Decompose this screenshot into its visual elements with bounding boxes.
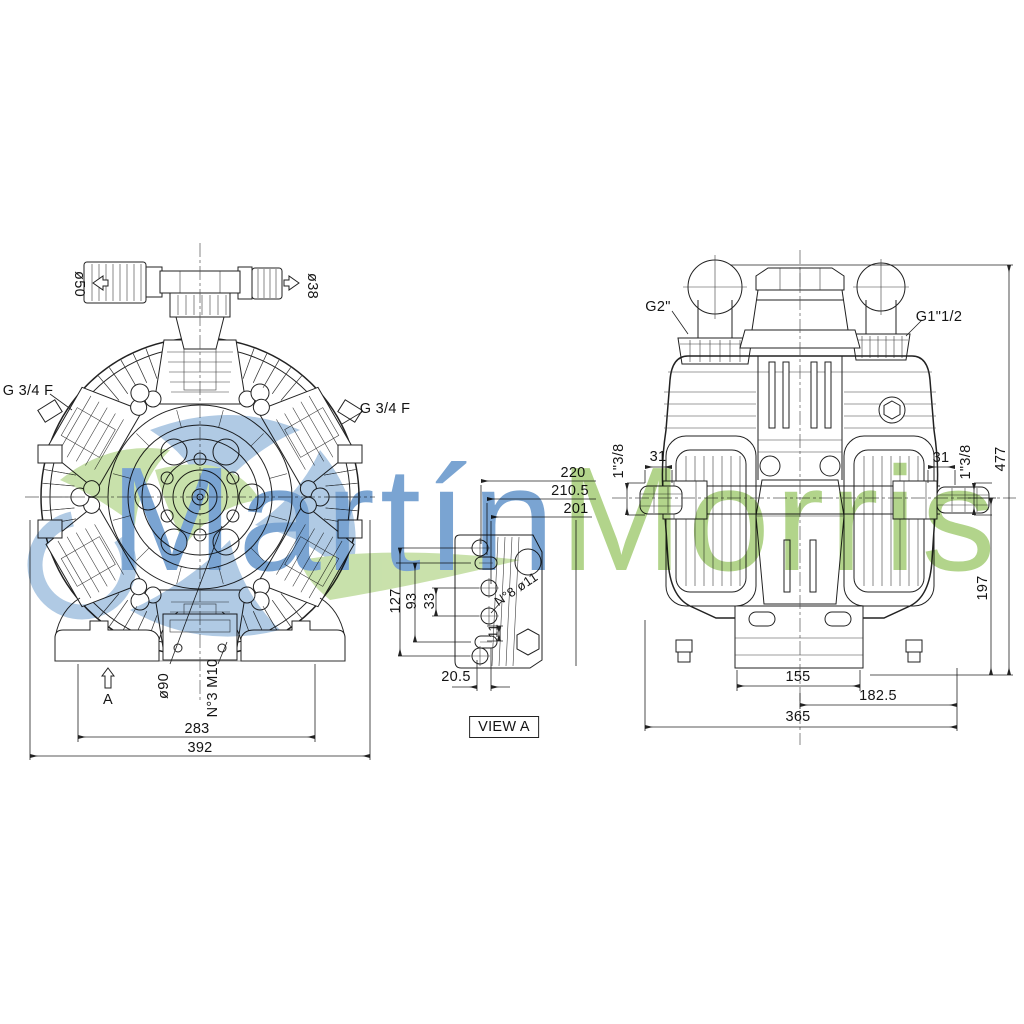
side-body bbox=[661, 355, 939, 619]
dim-31-left: 31 bbox=[649, 449, 667, 465]
flow-arrow-right-icon bbox=[283, 275, 300, 291]
side-view bbox=[612, 250, 1016, 745]
shaft-size-left-label: 1"3/8 bbox=[611, 443, 627, 479]
dim-11: 11 bbox=[485, 623, 501, 639]
front-dimensions bbox=[29, 520, 371, 760]
side-port-right-label: G1"1/2 bbox=[915, 309, 963, 325]
hose-right-diameter-label: ø38 bbox=[304, 273, 320, 299]
dim-31-right: 31 bbox=[932, 450, 950, 466]
shaft-size-right-label: 1"3/8 bbox=[958, 444, 974, 480]
shaft-diameter-label: ø90 bbox=[156, 673, 172, 699]
dim-outer-width: 392 bbox=[187, 740, 213, 756]
dim-inner-width: 283 bbox=[184, 721, 210, 737]
view-arrow-label: A bbox=[103, 692, 113, 708]
dim-shaft-to-base: 197 bbox=[975, 575, 991, 601]
side-dimensions bbox=[624, 264, 1013, 731]
dim-base-width: 155 bbox=[785, 669, 811, 685]
mount-holes-label: N°3 M10 bbox=[205, 658, 221, 718]
port-right-label: G 3/4 F bbox=[359, 401, 411, 417]
hose-left-diameter-label: ø50 bbox=[71, 271, 87, 297]
side-port-right bbox=[851, 259, 911, 361]
dim-height: 477 bbox=[993, 446, 1009, 472]
dim-half-depth: 182.5 bbox=[859, 688, 897, 704]
side-port-left bbox=[677, 255, 753, 365]
port-left-label: G 3/4 F bbox=[2, 383, 54, 399]
side-leaders bbox=[671, 310, 923, 337]
dim-210-5: 210.5 bbox=[551, 483, 589, 499]
dim-20-5: 20.5 bbox=[441, 669, 471, 685]
holes-note-label: N°8 ø11 bbox=[491, 569, 541, 609]
view-direction-arrow-icon bbox=[101, 667, 115, 689]
dim-93: 93 bbox=[404, 592, 420, 610]
dim-201: 201 bbox=[563, 501, 589, 517]
dim-127: 127 bbox=[388, 588, 404, 614]
dim-33: 33 bbox=[422, 592, 438, 610]
side-base bbox=[675, 605, 923, 669]
dim-total-depth: 365 bbox=[785, 709, 811, 725]
view-a-caption: VIEW A bbox=[469, 716, 539, 738]
side-port-left-label: G2" bbox=[645, 299, 671, 315]
dim-220: 220 bbox=[560, 465, 586, 481]
flow-arrow-left-icon bbox=[92, 275, 109, 291]
